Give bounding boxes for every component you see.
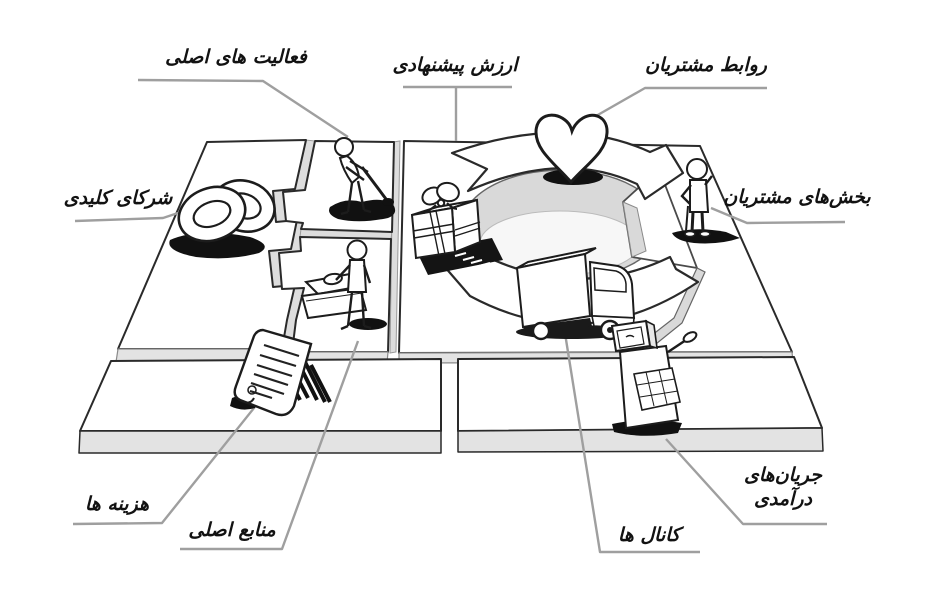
leader-customer-relationships [595, 86, 767, 118]
label-key-resources: منابع اصلی [188, 519, 276, 541]
leader-key-resources [180, 340, 360, 551]
leader-costs [72, 402, 259, 526]
leader-channels [562, 326, 700, 554]
interlocked-rings-icon [169, 179, 276, 259]
machine-person-icon [300, 239, 387, 331]
cash-register-icon [610, 319, 698, 436]
label-customer-relationships: روابط مشتریان [645, 54, 767, 76]
leader-lines [72, 78, 846, 554]
label-value-proposition: ارزش پیشنهادی [392, 54, 518, 76]
label-key-activities: فعالیت های اصلی [165, 46, 307, 68]
label-revenue-streams-line1: جریان‌های [744, 464, 822, 486]
label-costs: هزینه ها [84, 493, 150, 515]
label-key-partners: شرکای کلیدی [63, 187, 173, 209]
gift-bow [421, 181, 460, 214]
leader-value-proposition [403, 85, 512, 141]
front-strips [78, 356, 824, 454]
leader-customer-segments [710, 206, 846, 225]
gift-box-icon [410, 181, 503, 275]
receipt-icon [230, 328, 332, 417]
standing-person-icon [672, 158, 740, 244]
label-revenue-streams-line2: درآمدی [754, 487, 812, 510]
label-revenue-streams: جریان‌های درآمدی [744, 464, 822, 512]
leader-revenue-streams [665, 438, 827, 526]
label-customer-segments: بخش‌های مشتریان [723, 186, 871, 208]
digging-person-icon [329, 137, 396, 222]
heart-icon [534, 113, 609, 185]
leader-key-activities [137, 78, 349, 139]
label-channels: کانال ها [617, 524, 681, 546]
